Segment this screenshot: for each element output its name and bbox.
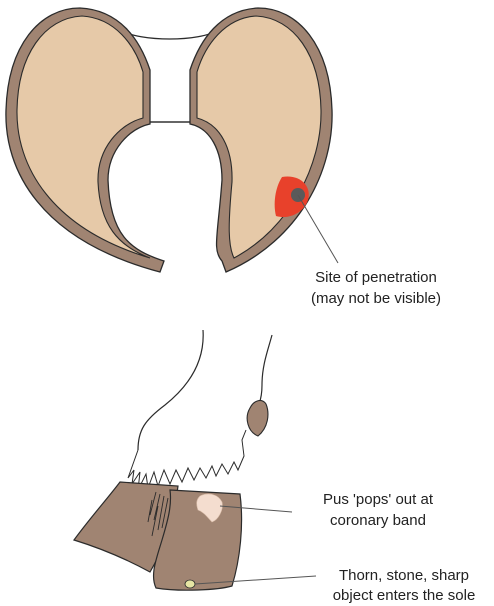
pus-label-line1: Pus 'pops' out at [323, 491, 434, 508]
object-label-line1: Thorn, stone, sharp [339, 567, 469, 584]
hair-fringe [128, 430, 246, 490]
object-label-line2: object enters the sole [333, 587, 476, 604]
site-leader-line [298, 195, 338, 263]
site-label-line1: Site of penetration [315, 269, 437, 286]
left-claw-sole [17, 16, 150, 258]
pus-label-line2: coronary band [330, 512, 426, 529]
leg-side-view [74, 330, 316, 590]
sole-view [6, 8, 338, 272]
foreign-object-in-sole [185, 580, 195, 588]
site-label-line2: (may not be visible) [311, 290, 441, 307]
dewclaw [247, 401, 268, 436]
